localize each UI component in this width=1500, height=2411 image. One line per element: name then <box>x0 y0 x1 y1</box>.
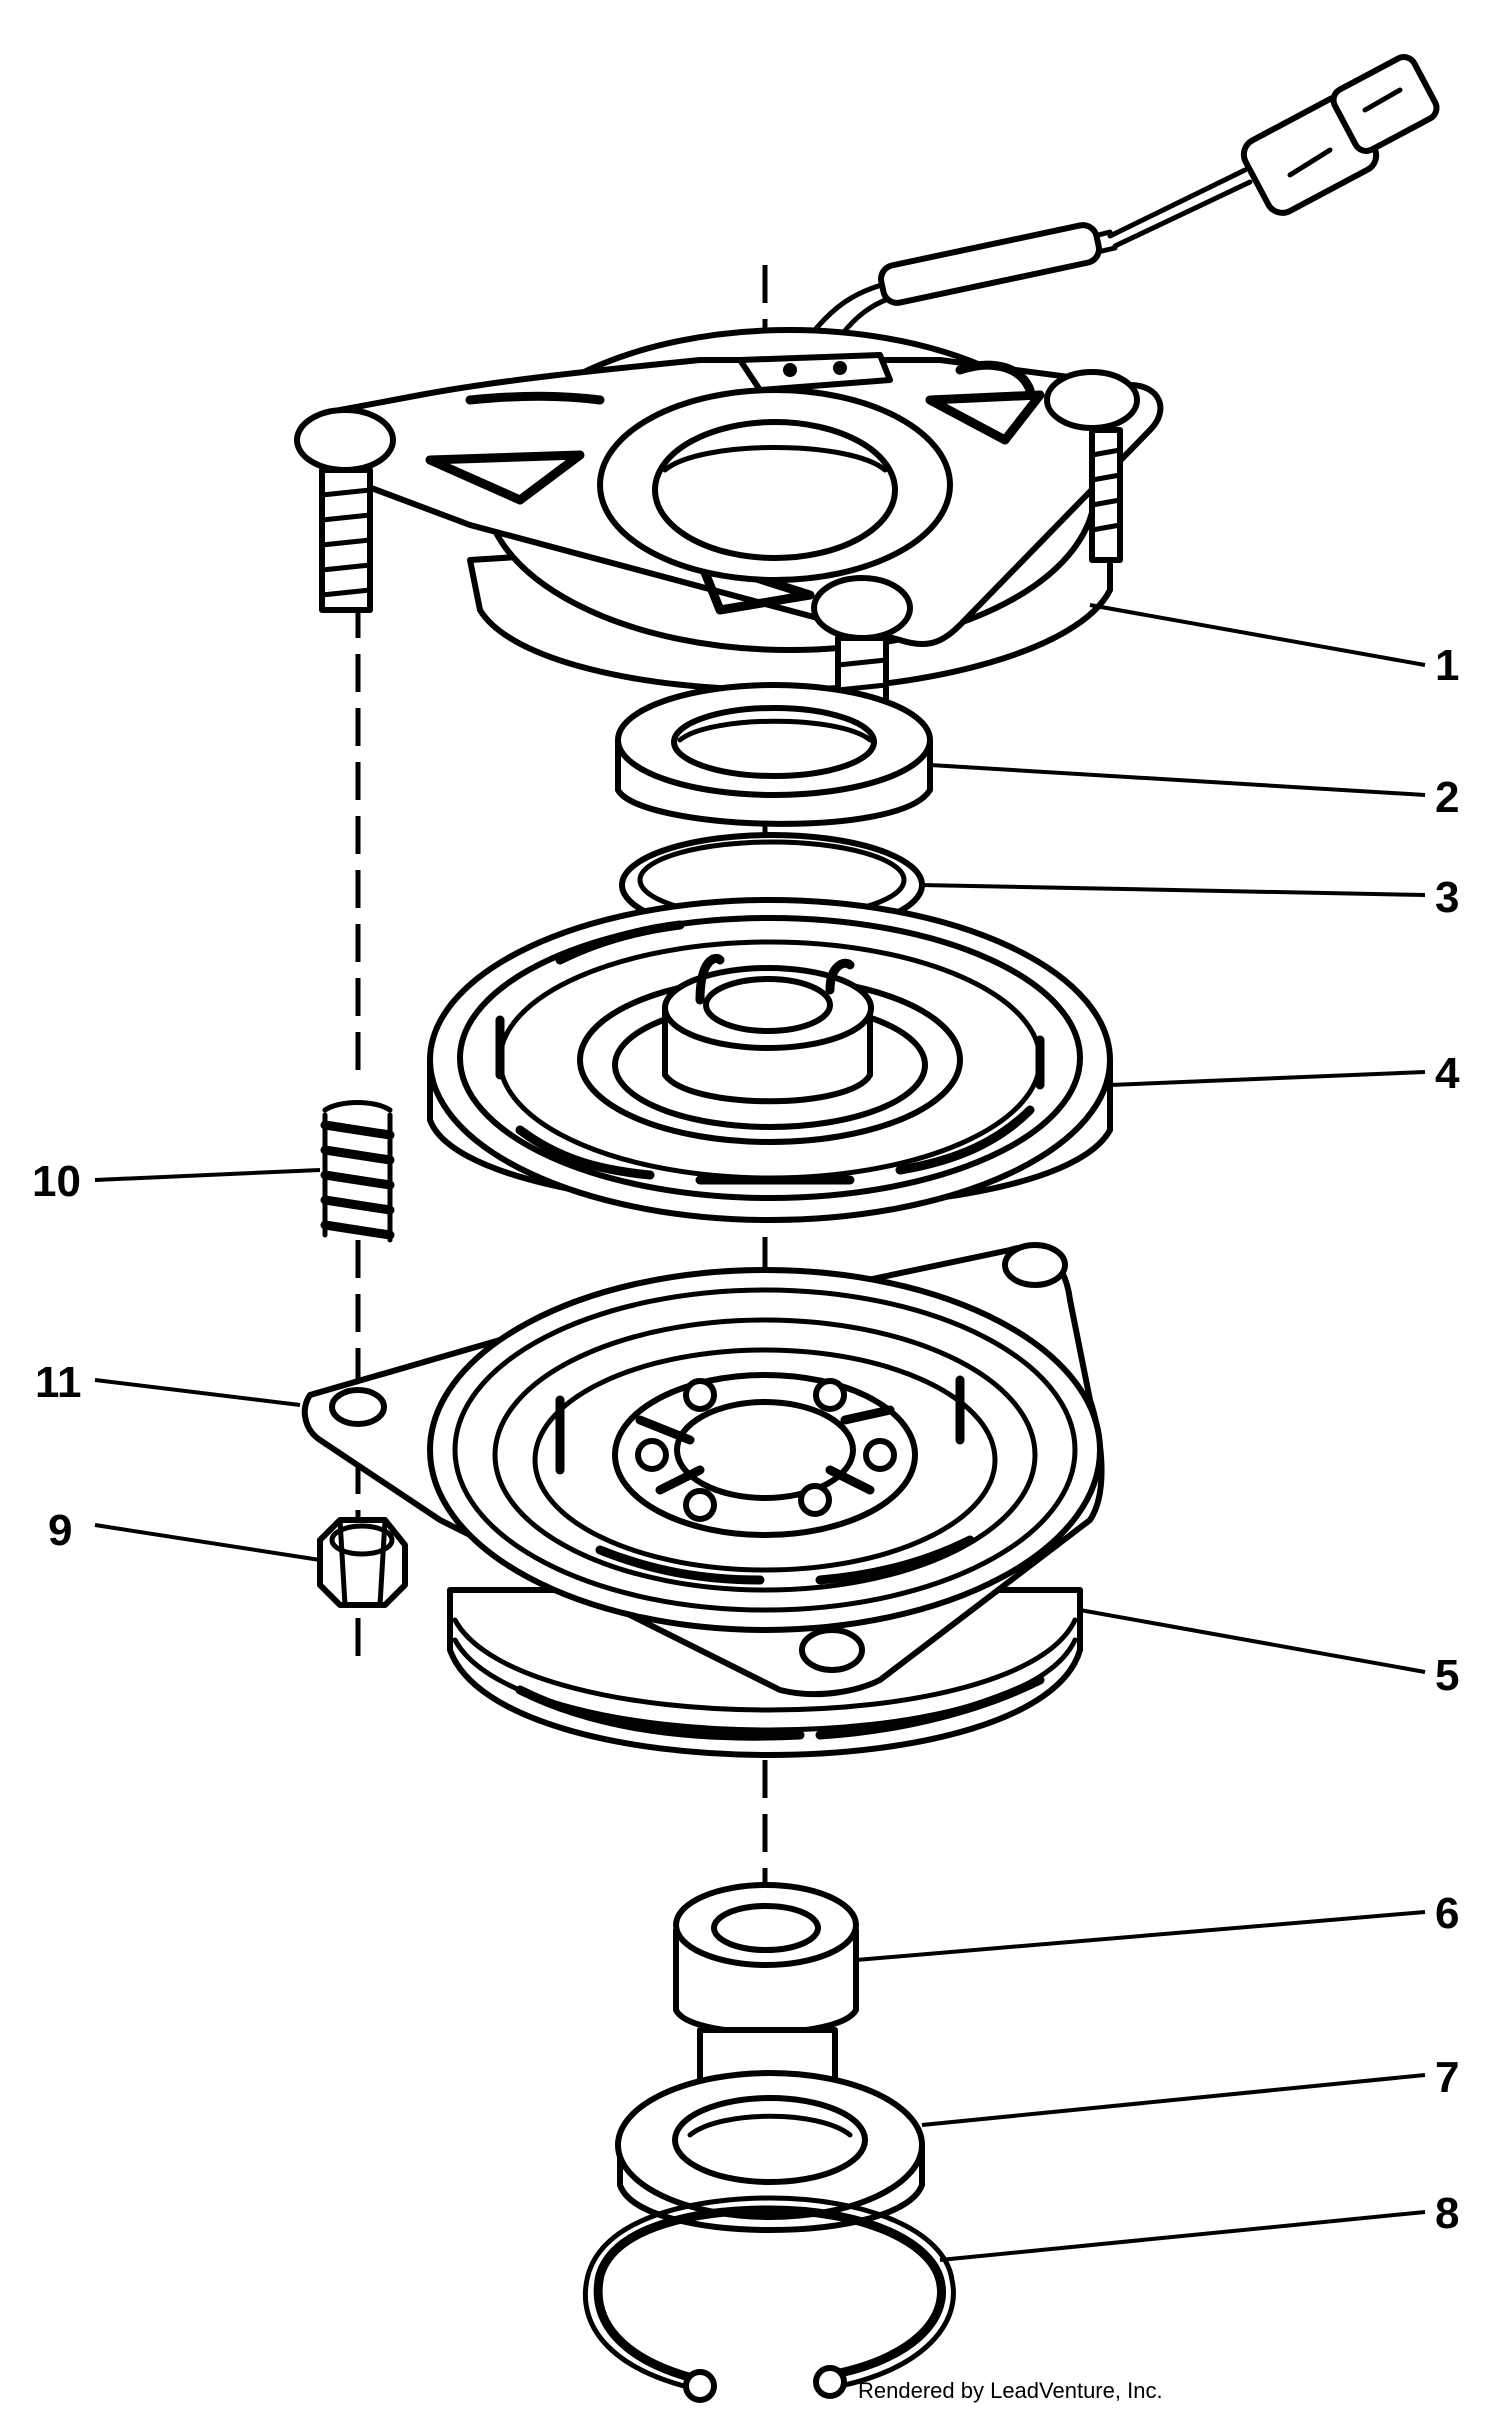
retaining-ring <box>582 2195 956 2403</box>
callout-10: 10 <box>32 1157 81 1206</box>
callout-labels: 1 2 3 4 5 6 7 8 9 10 11 <box>32 641 1460 2238</box>
coil-center-ring <box>597 387 953 583</box>
spacer <box>673 1882 859 2108</box>
callout-5: 5 <box>1435 1651 1459 1700</box>
field-coil-assembly <box>294 54 1440 791</box>
bearing-lower <box>615 2070 925 2233</box>
bearing-upper <box>615 682 933 827</box>
flange-ear <box>329 1387 387 1427</box>
nut-icon <box>317 1517 408 1608</box>
callout-2: 2 <box>1435 773 1459 822</box>
spring-icon <box>320 1100 395 1243</box>
callout-11: 11 <box>35 1358 82 1407</box>
callout-lines <box>94 603 1426 2262</box>
credit-text: Rendered by LeadVenture, Inc. <box>858 2378 1163 2403</box>
callout-1: 1 <box>1435 641 1459 690</box>
terminal-block <box>737 352 893 393</box>
pulley-rotor <box>427 897 1113 1223</box>
callout-8: 8 <box>1435 2189 1459 2238</box>
callout-7: 7 <box>1435 2053 1459 2102</box>
callout-3: 3 <box>1435 873 1459 922</box>
armature-assembly <box>301 1242 1105 1758</box>
callout-4: 4 <box>1435 1049 1460 1098</box>
connector-icon <box>1240 54 1440 216</box>
callout-6: 6 <box>1435 1889 1459 1938</box>
callout-9: 9 <box>48 1506 72 1555</box>
